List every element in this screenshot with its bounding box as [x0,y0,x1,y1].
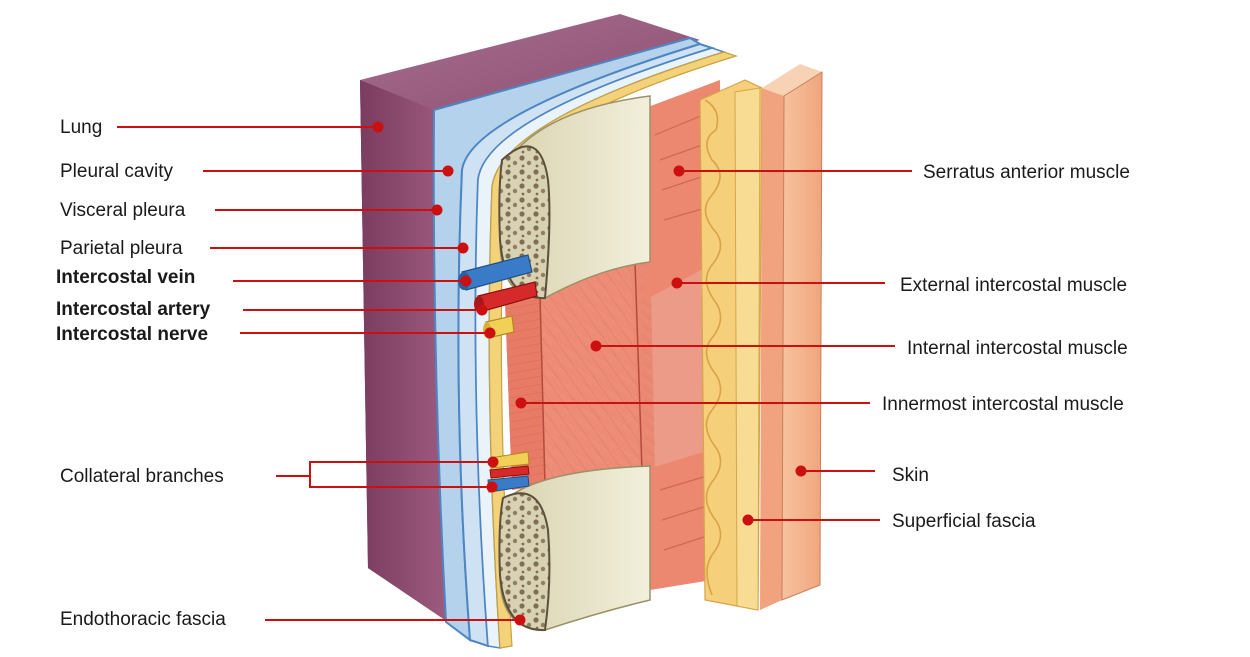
label-parietal-pleura: Parietal pleura [60,238,183,259]
leader-collateral-branches [276,461,493,477]
serratus-anterior-fibers [640,80,720,590]
label-serratus-anterior: Serratus anterior muscle [923,162,1130,183]
label-collateral-branches: Collateral branches [60,466,224,487]
label-intercostal-artery: Intercostal artery [56,299,211,320]
label-intercostal-nerve: Intercostal nerve [56,324,209,345]
collateral-branch-vessels [487,451,530,493]
label-external-intercostal: External intercostal muscle [900,275,1128,296]
label-internal-intercostal: Internal intercostal muscle [907,338,1128,359]
pleura-layers [432,36,727,649]
leader-lines [117,121,912,626]
intercostal-muscles [505,230,705,490]
superficial-fascia-layer [699,79,763,611]
label-pleural-cavity: Pleural cavity [60,161,173,182]
lower-rib [498,465,651,632]
label-superficial-fascia: Superficial fascia [892,511,1036,532]
label-skin: Skin [892,465,929,486]
skin-layer [760,64,823,610]
label-intercostal-vein: Intercostal vein [56,267,196,288]
label-visceral-pleura: Visceral pleura [60,200,186,221]
label-lung: Lung [60,117,103,138]
label-innermost-intercostal: Innermost intercostal muscle [882,394,1124,415]
lung-block [360,14,700,620]
label-endothoracic-fascia: Endothoracic fascia [60,609,226,630]
